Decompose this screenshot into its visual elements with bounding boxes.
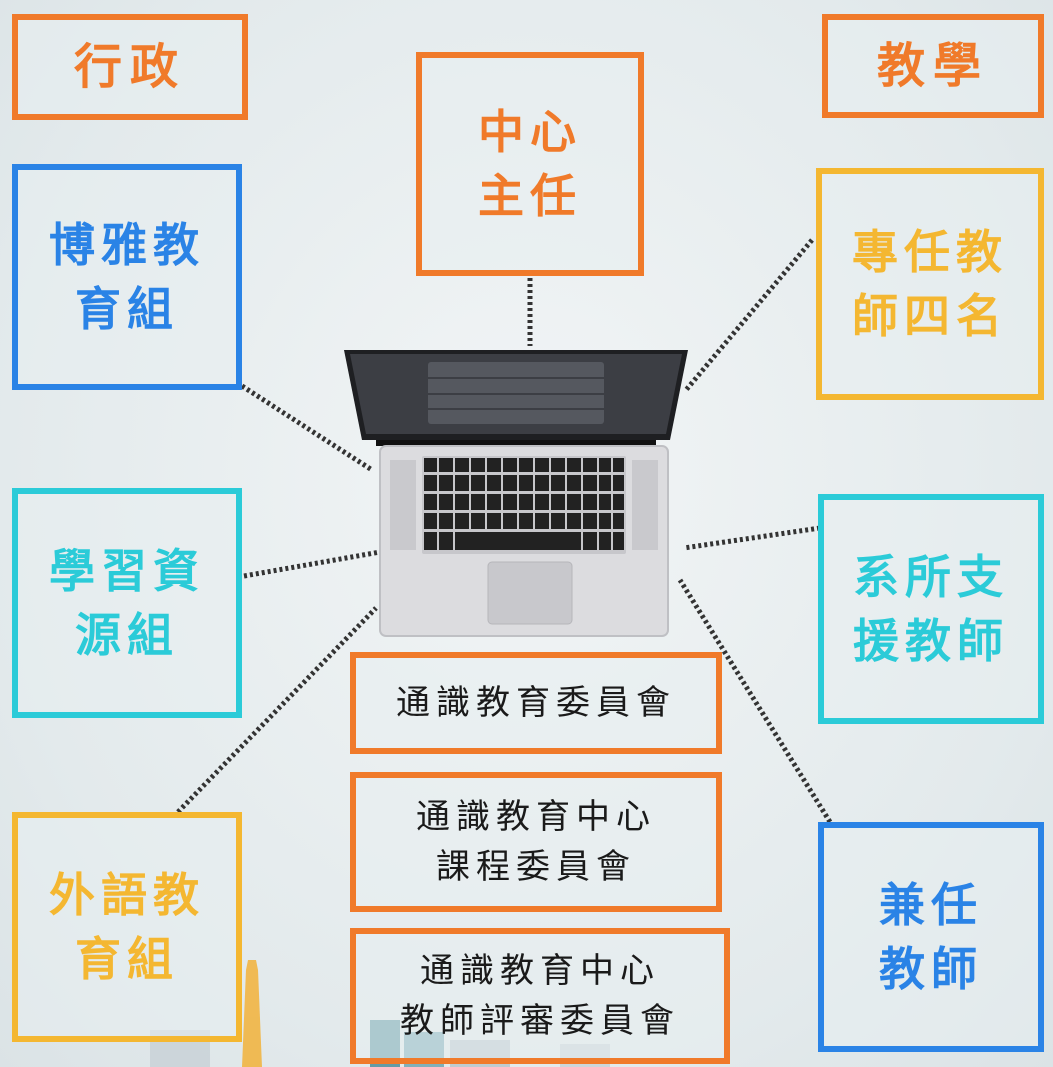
connector-fulltime-faculty: [684, 238, 814, 392]
fulltime-faculty-label: 專任教 師四名: [852, 225, 1008, 343]
admin-header-box: 行政: [12, 14, 248, 120]
dept-support-faculty-label: 系所支 援教師: [853, 550, 1009, 668]
adjunct-faculty-label: 兼任 教師: [879, 878, 983, 996]
connector-dept-support: [683, 525, 821, 551]
connector-liberal-arts: [240, 383, 374, 473]
liberal-arts-unit-label: 博雅教 育組: [49, 218, 205, 336]
faculty-review-committee-box: 通識教育中心 教師評審委員會: [350, 928, 730, 1064]
teaching-header-box: 教學: [822, 14, 1044, 118]
fulltime-faculty-box: 專任教 師四名: [816, 168, 1044, 400]
admin-header-label: 行政: [73, 39, 186, 95]
curriculum-committee-box: 通識教育中心 課程委員會: [350, 772, 722, 912]
adjunct-faculty-box: 兼任 教師: [818, 822, 1044, 1052]
liberal-arts-unit-box: 博雅教 育組: [12, 164, 242, 390]
general-education-committee-box: 通識教育委員會: [350, 652, 722, 754]
director-label: 中心 主任: [478, 105, 582, 223]
dept-support-faculty-box: 系所支 援教師: [818, 494, 1044, 724]
director-box: 中心 主任: [416, 52, 644, 276]
connector-foreign-language: [176, 606, 378, 814]
laptop-icon: [344, 350, 688, 637]
foreign-language-unit-label: 外語教 育組: [49, 868, 205, 986]
foreign-language-unit-box: 外語教 育組: [12, 812, 242, 1042]
learning-resources-unit-label: 學習資 源組: [49, 544, 205, 662]
curriculum-committee-label: 通識教育中心 課程委員會: [416, 797, 656, 887]
general-education-committee-label: 通識教育委員會: [396, 683, 676, 723]
teaching-header-label: 教學: [876, 38, 989, 94]
faculty-review-committee-label: 通識教育中心 教師評審委員會: [400, 951, 680, 1041]
connector-learning-resources: [243, 549, 381, 579]
learning-resources-unit-box: 學習資 源組: [12, 488, 242, 718]
